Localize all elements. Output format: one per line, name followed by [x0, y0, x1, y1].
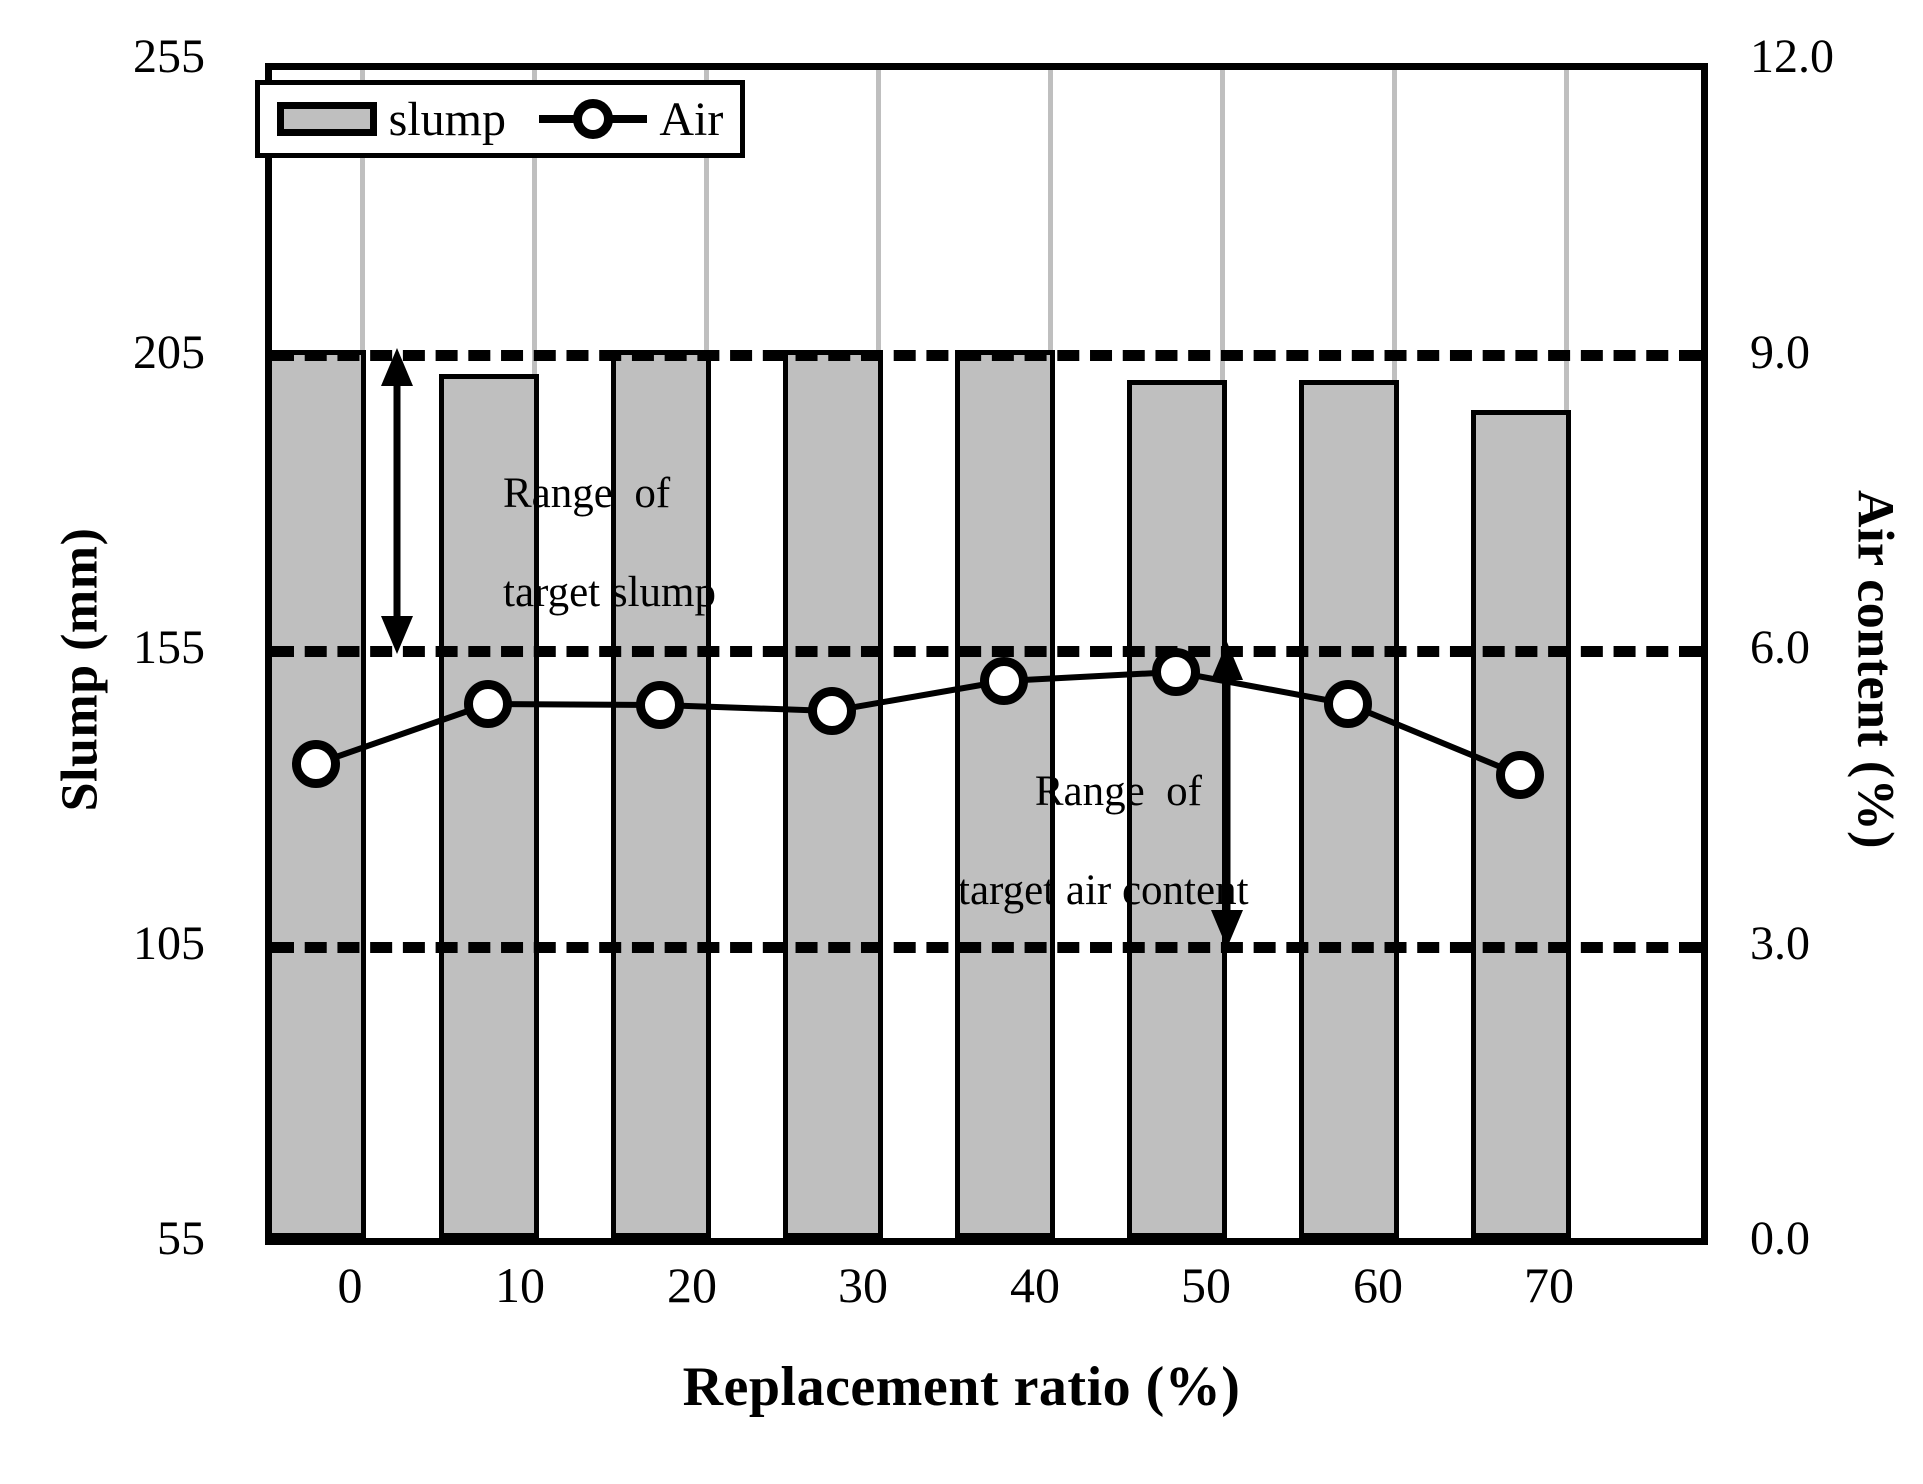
- air-marker-0: [292, 740, 340, 788]
- air-marker-60: [1324, 680, 1372, 728]
- bar-slump-30: [783, 350, 883, 1238]
- y-left-tick-55: 55: [157, 1212, 205, 1265]
- legend-line-circle-icon: [539, 99, 648, 139]
- y-right-tick-6: 6.0: [1750, 621, 1810, 674]
- bar-slump-20: [611, 350, 711, 1238]
- plot-area: Range of target slump Range of target ai…: [265, 63, 1708, 1245]
- y-right-tick-9: 9.0: [1750, 326, 1810, 379]
- y-left-tick-205: 205: [133, 326, 205, 379]
- x-axis-title: Replacement ratio (%): [682, 1356, 1241, 1418]
- x-tick-70: 70: [1524, 1257, 1574, 1313]
- air-marker-10: [464, 680, 512, 728]
- bar-slump-0: [272, 350, 366, 1238]
- y-left-tick-255: 255: [133, 30, 205, 83]
- bar-slump-10: [439, 374, 539, 1238]
- y-left-tick-155: 155: [133, 621, 205, 674]
- legend-item-slump[interactable]: slump: [276, 92, 507, 147]
- x-tick-0: 0: [337, 1257, 363, 1313]
- x-tick-50: 50: [1181, 1257, 1231, 1313]
- bar-slump-60: [1299, 380, 1399, 1238]
- y-right-tick-3: 3.0: [1750, 917, 1810, 970]
- reference-line-lower-slump: [272, 646, 1701, 657]
- y-right-tick-0: 0.0: [1750, 1212, 1810, 1265]
- range-target-air-label: Range of target air content: [872, 718, 1249, 965]
- air-marker-20: [636, 681, 684, 729]
- y-axis-left-title: Slump (mm): [51, 527, 109, 812]
- air-marker-70: [1496, 751, 1544, 799]
- legend-bar-swatch-icon: [276, 102, 377, 136]
- range-target-air-arrow: [1211, 642, 1243, 948]
- air-marker-30: [808, 687, 856, 735]
- range-target-slump-line2: target slump: [503, 569, 716, 617]
- reference-line-upper-slump: [272, 350, 1701, 361]
- air-marker-50: [1152, 648, 1200, 696]
- x-tick-10: 10: [495, 1257, 545, 1313]
- air-series-line: [315, 668, 1522, 778]
- x-tick-40: 40: [1010, 1257, 1060, 1313]
- range-target-slump-label: Range of target slump: [417, 420, 717, 667]
- range-target-slump-arrow: [381, 348, 413, 654]
- range-target-slump-line1: Range of: [503, 470, 671, 518]
- y-left-tick-105: 105: [133, 917, 205, 970]
- range-target-air-line1: Range of: [1034, 768, 1202, 816]
- y-axis-right-title: Air content (%): [1846, 490, 1904, 849]
- reference-line-lower-air: [272, 942, 1701, 953]
- plot-inner: Range of target slump Range of target ai…: [272, 70, 1701, 1238]
- air-marker-40: [980, 657, 1028, 705]
- bar-slump-70: [1471, 410, 1571, 1238]
- y-right-tick-12: 12.0: [1750, 30, 1834, 83]
- range-target-air-line2: target air content: [958, 867, 1249, 915]
- legend-label-air: Air: [659, 92, 724, 146]
- chart-legend: slump Air: [255, 80, 745, 158]
- legend-label-slump: slump: [388, 92, 507, 146]
- legend-item-air[interactable]: Air: [539, 92, 723, 147]
- x-tick-60: 60: [1353, 1257, 1403, 1313]
- x-tick-30: 30: [838, 1257, 888, 1313]
- x-tick-20: 20: [667, 1257, 717, 1313]
